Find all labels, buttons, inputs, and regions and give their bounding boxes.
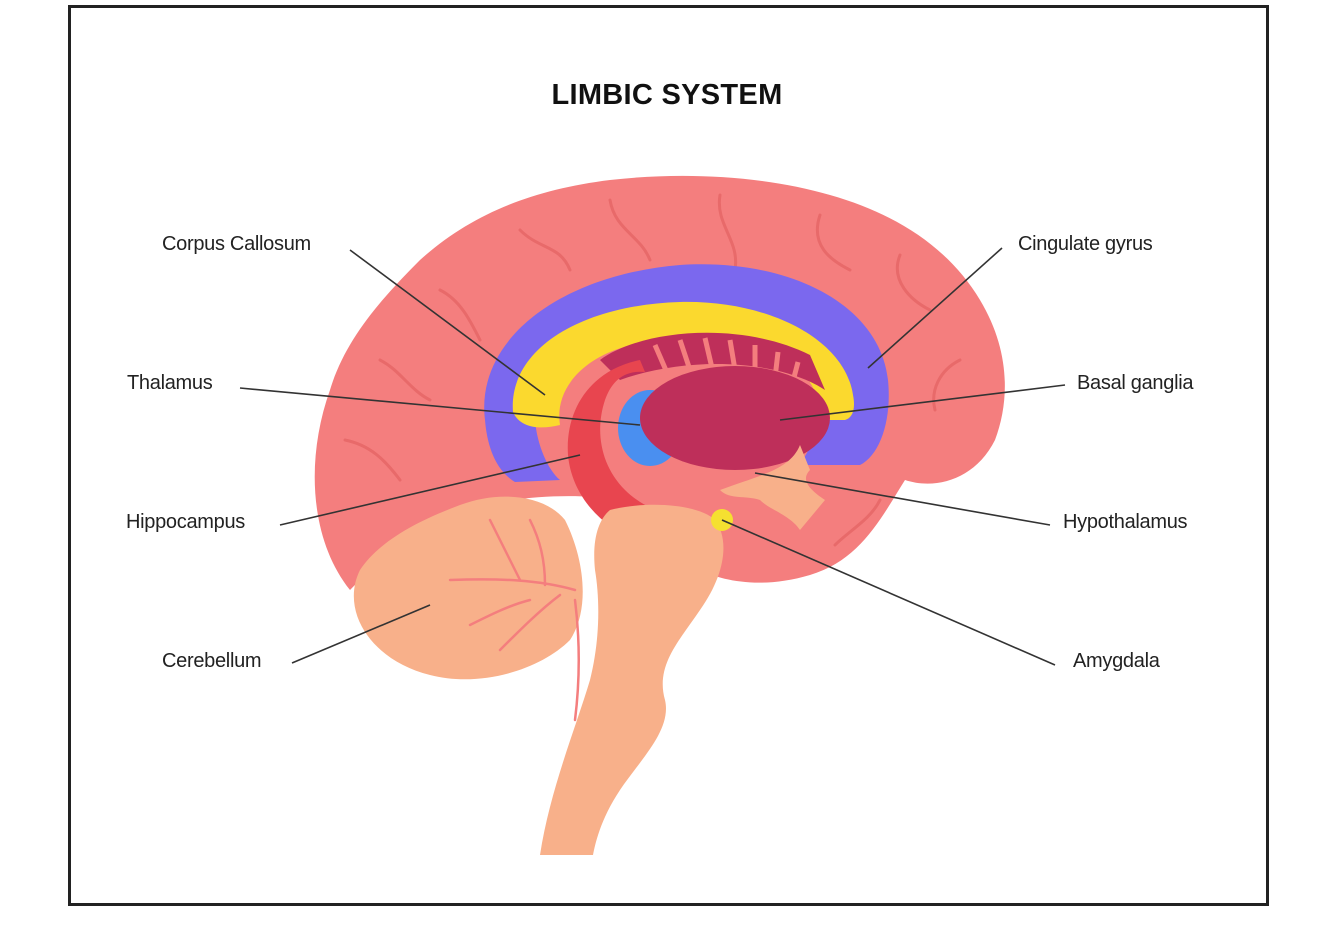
label-cerebellum: Cerebellum <box>162 650 262 672</box>
diagram-title: LIMBIC SYSTEM <box>551 79 783 111</box>
label-hippocampus: Hippocampus <box>126 511 245 533</box>
leader-cerebellum <box>291 604 431 664</box>
cerebellum-branches <box>448 518 580 722</box>
leader-amygdala <box>721 519 1056 666</box>
cortex-folds <box>343 193 962 547</box>
cerebellum <box>353 496 583 680</box>
leader-lines <box>239 247 1066 666</box>
brainstem <box>540 504 724 855</box>
label-basal-ganglia: Basal ganglia <box>1077 372 1194 394</box>
label-hypothalamus: Hypothalamus <box>1063 511 1188 533</box>
label-amygdala: Amygdala <box>1073 650 1160 672</box>
corpus-callosum <box>512 301 855 428</box>
leader-hypothalamus <box>754 472 1051 526</box>
leader-corpus-callosum <box>349 249 546 396</box>
label-corpus-callosum: Corpus Callosum <box>162 233 311 255</box>
leader-cingulate-gyrus <box>867 247 1003 369</box>
leader-basal-ganglia <box>779 384 1066 421</box>
basal-ganglia <box>640 366 830 470</box>
hypothalamus <box>720 445 825 530</box>
label-cingulate-gyrus: Cingulate gyrus <box>1018 233 1153 255</box>
leader-hippocampus <box>279 454 581 526</box>
leader-thalamus <box>239 387 641 426</box>
cingulate-gyrus <box>484 264 889 482</box>
label-thalamus: Thalamus <box>127 372 213 394</box>
hippocampus <box>567 360 720 549</box>
